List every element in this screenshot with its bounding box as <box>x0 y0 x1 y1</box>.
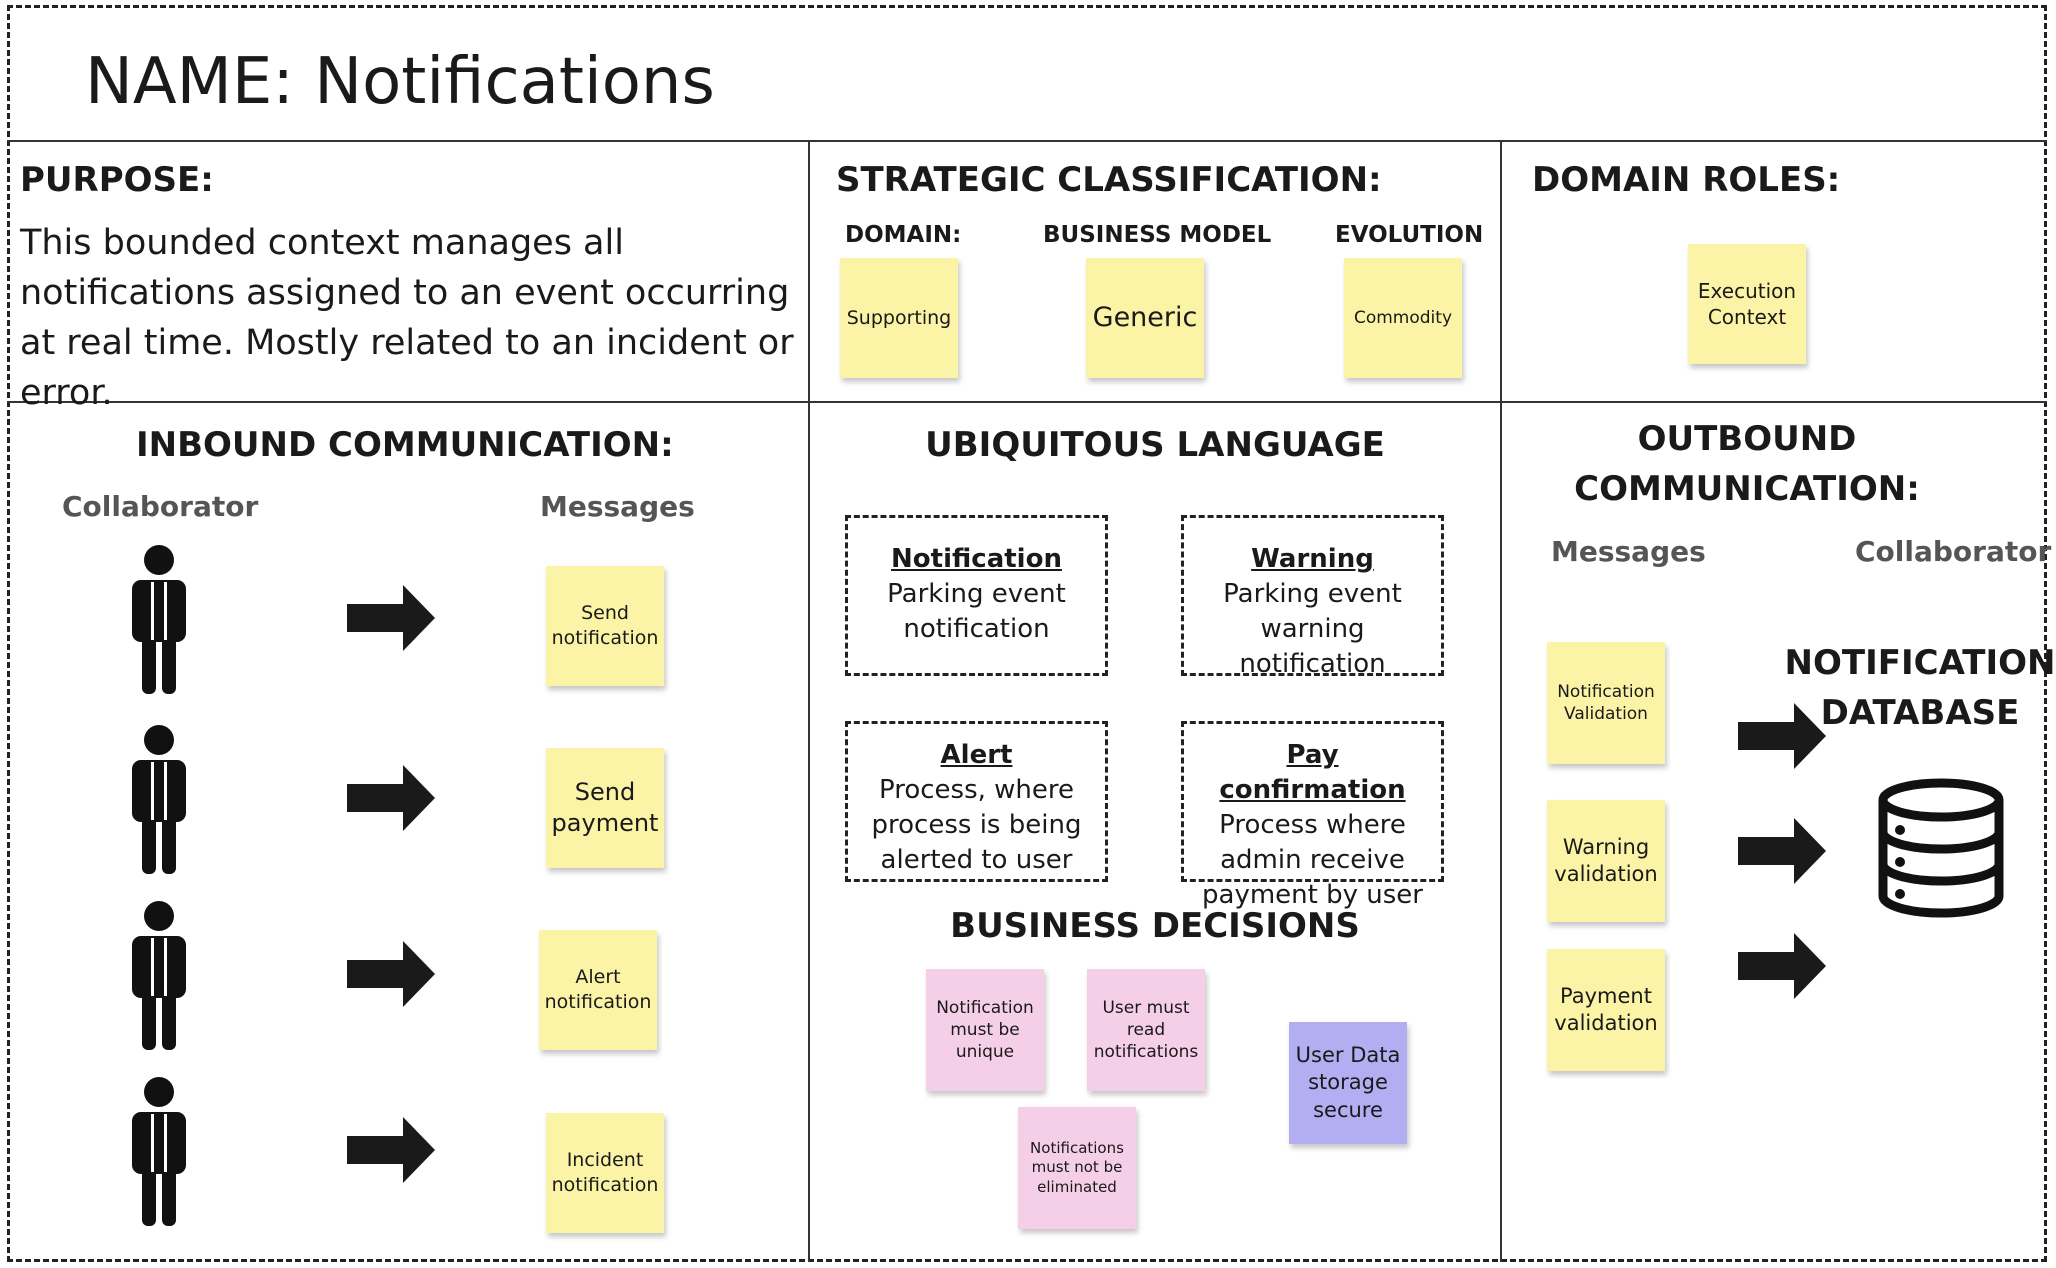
inbound-message-sticky: Send payment <box>546 748 664 868</box>
term-box: Warning Parking event warning notificati… <box>1181 515 1444 679</box>
right-arrow-icon <box>347 1117 435 1183</box>
term-name: Alert <box>940 740 1013 770</box>
decision-sticky: Notification must be unique <box>926 969 1044 1091</box>
term-definition: Parking event notification <box>887 579 1066 644</box>
domain-label: DOMAIN: <box>845 222 962 248</box>
right-arrow-icon <box>1738 933 1826 999</box>
right-arrow-icon <box>1738 818 1826 884</box>
inbound-heading: INBOUND COMMUNICATION: <box>136 425 674 465</box>
decision-sticky: User Data storage secure <box>1289 1022 1407 1144</box>
page-title: NAME: Notifications <box>85 45 715 119</box>
outbound-heading-line2: COMMUNICATION: <box>1574 469 1920 509</box>
inbound-message-sticky: Incident notification <box>546 1113 664 1233</box>
purpose-text: This bounded context manages all notific… <box>20 223 794 413</box>
collaborator-name-line2: DATABASE <box>1820 693 2020 733</box>
term-box: Pay confirmation Process where admin rec… <box>1181 721 1444 910</box>
divider-left-column <box>808 140 810 1262</box>
purpose-heading: PURPOSE: <box>20 160 214 200</box>
person-icon <box>126 1074 192 1226</box>
term-name: Warning <box>1251 544 1374 574</box>
person-icon <box>126 898 192 1050</box>
outbound-heading: OUTBOUND COMMUNICATION: <box>1502 414 1992 514</box>
evolution-label: EVOLUTION <box>1335 222 1484 248</box>
term-definition: Parking event warning notification <box>1223 579 1402 679</box>
person-icon <box>126 542 192 694</box>
business-decisions-heading: BUSINESS DECISIONS <box>950 906 1360 946</box>
domain-roles-heading: DOMAIN ROLES: <box>1532 160 1841 200</box>
domain-role-sticky: Execution Context <box>1688 244 1806 364</box>
outbound-collaborator-label: Collaborator <box>1855 535 2052 568</box>
business-model-label: BUSINESS MODEL <box>1043 222 1272 248</box>
divider-header <box>7 140 2047 142</box>
outbound-messages-label: Messages <box>1551 535 1706 568</box>
collaborator-name-line1: NOTIFICATION <box>1784 643 2056 683</box>
inbound-collaborator-label: Collaborator <box>62 490 259 523</box>
outbound-message-sticky: Warning validation <box>1547 800 1665 922</box>
strategic-heading: STRATEGIC CLASSIFICATION: <box>836 160 1382 200</box>
inbound-messages-label: Messages <box>540 490 695 523</box>
divider-middle <box>7 401 2047 403</box>
right-arrow-icon <box>347 765 435 831</box>
term-definition: Process, where process is being alerted … <box>871 775 1082 875</box>
outbound-collaborator-name: NOTIFICATION DATABASE <box>1780 638 2056 738</box>
ubiquitous-heading: UBIQUITOUS LANGUAGE <box>925 425 1385 465</box>
canvas-frame <box>7 5 2047 1262</box>
right-arrow-icon <box>347 585 435 651</box>
term-box: Alert Process, where process is being al… <box>845 721 1108 882</box>
domain-sticky: Supporting <box>840 258 958 378</box>
term-definition: Process where admin receive payment by u… <box>1202 810 1423 910</box>
person-icon <box>126 722 192 874</box>
business-model-sticky: Generic <box>1086 258 1204 378</box>
evolution-sticky: Commodity <box>1344 258 1462 378</box>
outbound-heading-line1: OUTBOUND <box>1637 419 1857 459</box>
term-box: Notification Parking event notification <box>845 515 1108 676</box>
decision-sticky: User must read notifications <box>1087 969 1205 1091</box>
divider-right-column <box>1500 140 1502 1262</box>
outbound-message-sticky: Payment validation <box>1547 949 1665 1071</box>
inbound-message-sticky: Send notification <box>546 566 664 686</box>
term-name: Notification <box>891 544 1062 574</box>
outbound-message-sticky: Notification Validation <box>1547 642 1665 764</box>
database-icon <box>1876 778 2006 918</box>
inbound-message-sticky: Alert notification <box>539 930 657 1050</box>
right-arrow-icon <box>1738 703 1826 769</box>
right-arrow-icon <box>347 941 435 1007</box>
decision-sticky: Notifications must not be eliminated <box>1018 1107 1136 1229</box>
term-name: Pay confirmation <box>1219 740 1406 805</box>
